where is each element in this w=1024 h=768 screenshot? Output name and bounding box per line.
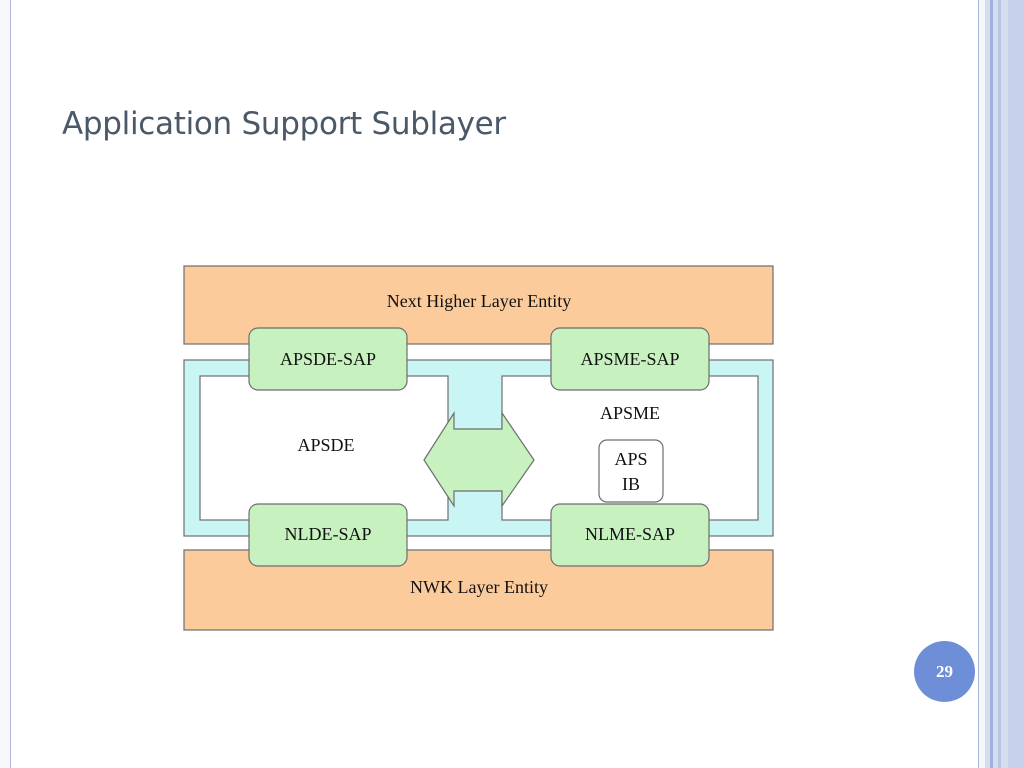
slide-right-border [978,0,1024,768]
nwk-layer-label: NWK Layer Entity [410,577,548,597]
page-number-badge: 29 [914,641,975,702]
apsme-label: APSME [600,403,660,423]
aps-ib-box [598,439,664,503]
nlme-sap-box [550,503,710,567]
slide-title: Application Support Sublayer [62,106,506,142]
next-higher-layer-label: Next Higher Layer Entity [387,291,571,311]
apsde-sap-label: APSDE-SAP [280,349,376,369]
aps-ib-label-line1: APS [614,449,647,469]
aps-ib-label-line2: IB [622,474,640,494]
apsde-entity-box [199,375,449,521]
apsde-sap-box [248,327,408,391]
aps-architecture-diagram: Next Higher Layer Entity NWK Layer Entit… [183,265,774,631]
slide-left-border [0,0,11,768]
apsme-sap-box [550,327,710,391]
nlde-sap-label: NLDE-SAP [284,524,371,544]
apsme-sap-label: APSME-SAP [580,349,679,369]
data-exchange-arrow [423,410,535,509]
nlme-sap-label: NLME-SAP [585,524,675,544]
nlde-sap-box [248,503,408,567]
apsde-label: APSDE [297,435,354,455]
